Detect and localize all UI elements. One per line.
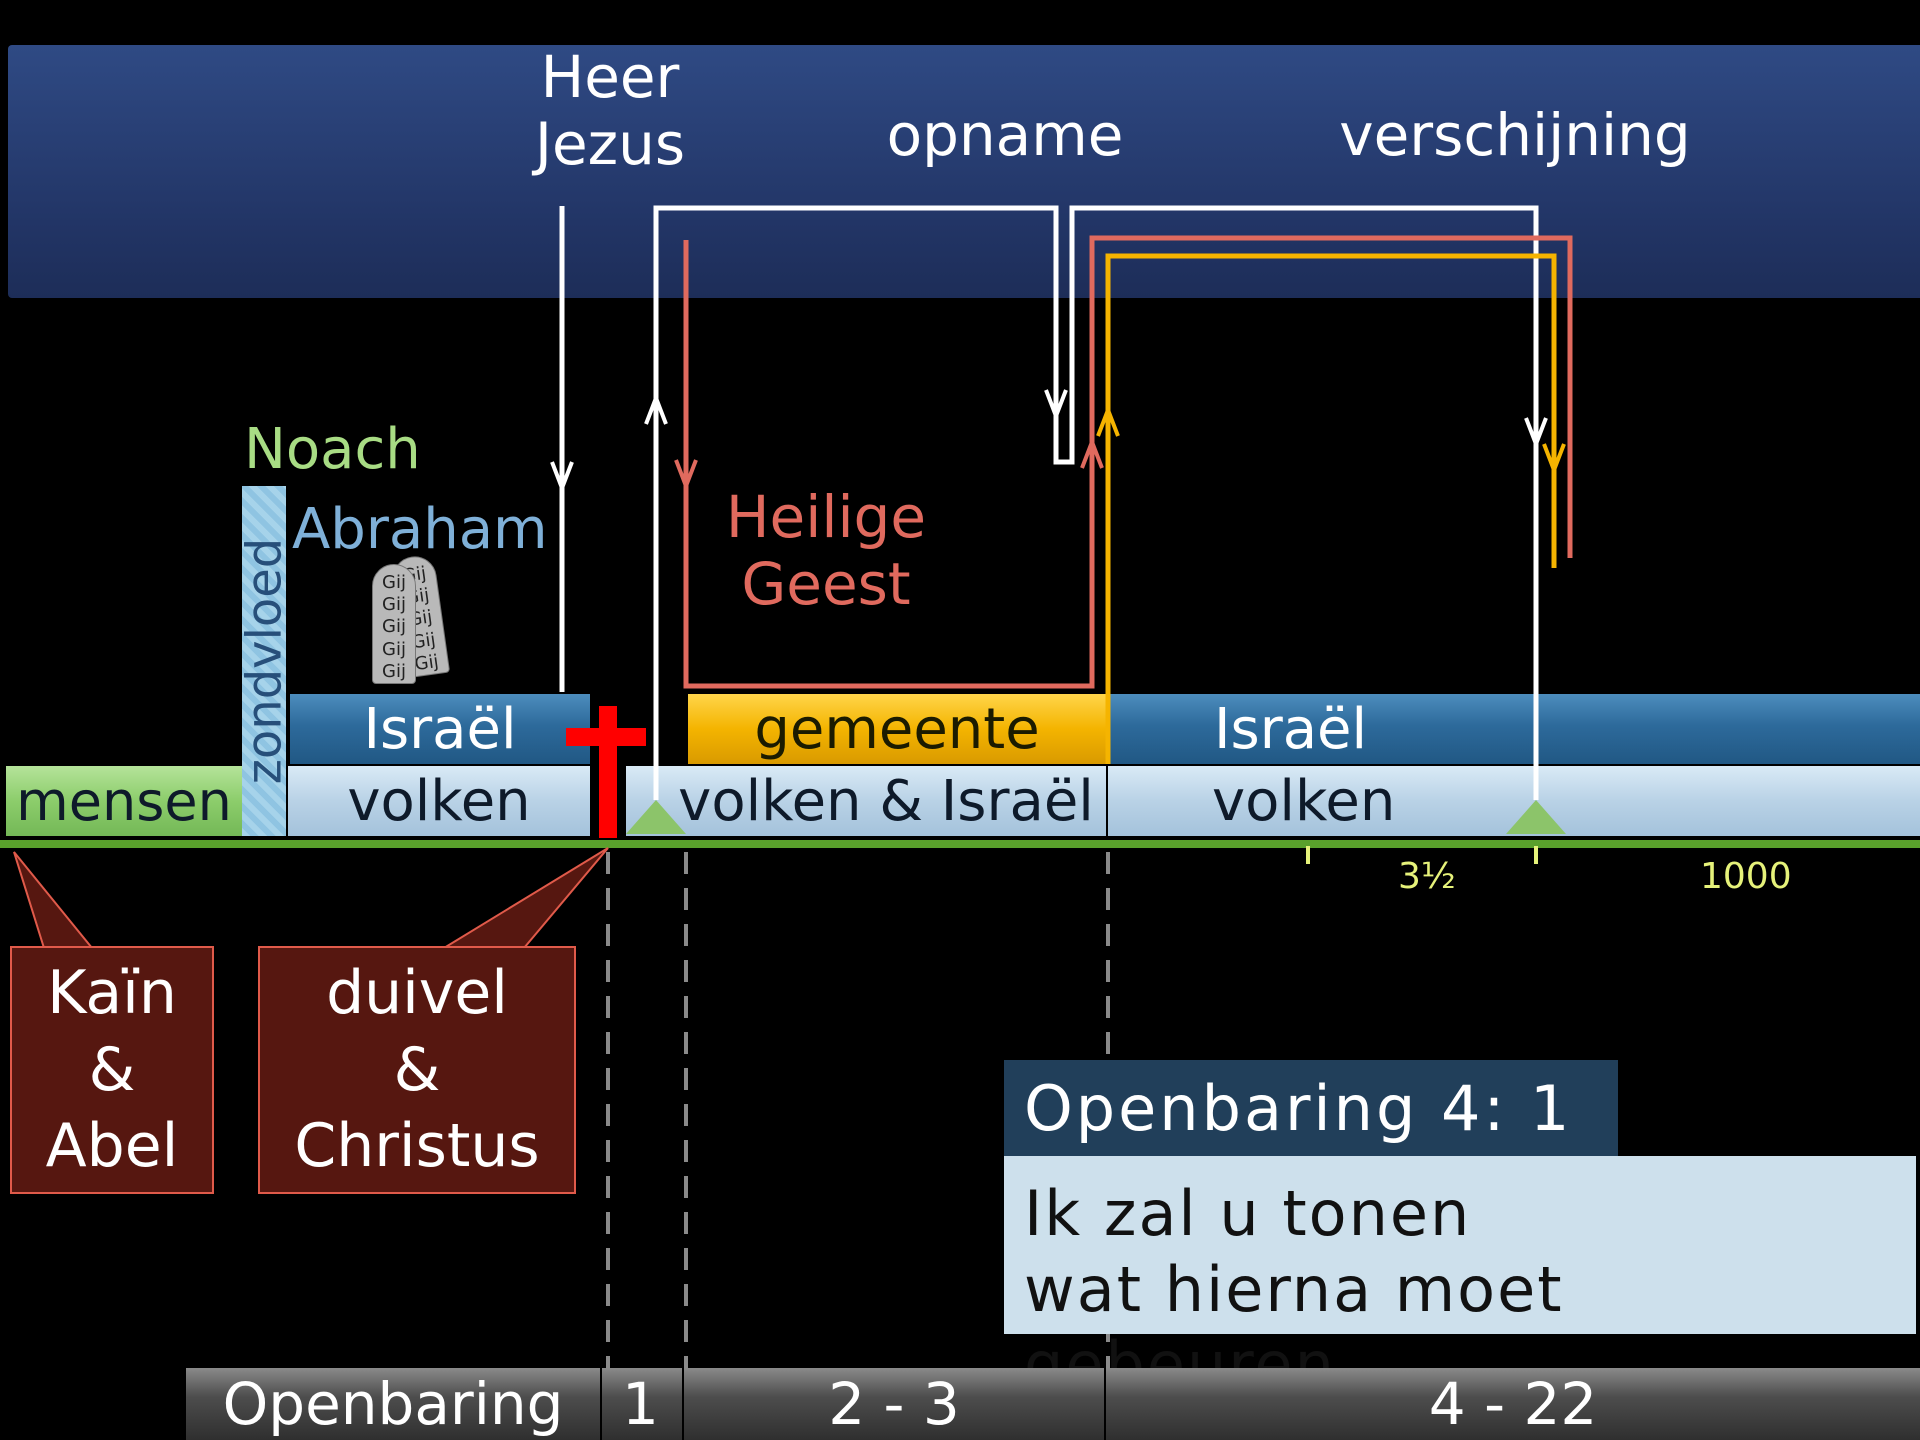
kain-abel-callout: Kaïn & Abel xyxy=(10,946,214,1194)
church-down-arrow xyxy=(1542,443,1566,476)
israel-bar-1: Israël xyxy=(290,694,590,764)
spirit-up-arrow xyxy=(1080,436,1104,469)
rapture-arrow xyxy=(1044,389,1068,422)
spirit-down-arrow xyxy=(674,459,698,492)
marker-triangle-2 xyxy=(1506,800,1566,834)
heaven-band xyxy=(8,45,1920,298)
bottom-ch2-3: 2 - 3 xyxy=(684,1368,1104,1440)
bottom-ch1: 1 xyxy=(602,1368,682,1440)
bottom-ch4-22: 4 - 22 xyxy=(1106,1368,1920,1440)
incarnation-arrow xyxy=(550,461,574,494)
heer-jezus-label: Heer Jezus xyxy=(534,43,686,178)
white-route xyxy=(653,205,1539,800)
callout-pointer-2 xyxy=(440,847,609,949)
volken-bar-1: volken xyxy=(288,766,590,836)
mensen-bar: mensen xyxy=(6,766,242,836)
scale-three-half: 3½ xyxy=(1398,856,1456,897)
heilige-geest-label: Heilige Geest xyxy=(725,483,927,618)
quote-text: Ik zal u tonen wat hierna moet gebeuren xyxy=(1004,1156,1916,1401)
cross-icon xyxy=(566,706,646,838)
opname-label: opname xyxy=(886,101,1124,169)
scale-thousand: 1000 xyxy=(1700,856,1792,897)
volken-israel-bar: volken & Israël xyxy=(626,766,1106,836)
appearing-arrow xyxy=(1524,417,1548,450)
ascension-arrow xyxy=(644,392,668,425)
abraham-label: Abraham xyxy=(292,497,548,562)
volken-bar-2: volken xyxy=(1108,766,1920,836)
callout-pointer-1 xyxy=(13,851,95,949)
duivel-christus-callout: duivel & Christus xyxy=(258,946,576,1194)
marker-triangle-1 xyxy=(626,800,686,834)
spirit-route xyxy=(683,235,1573,689)
gemeente-bar: gemeente xyxy=(688,694,1106,764)
church-up-arrow xyxy=(1096,404,1120,437)
zondvloed-column xyxy=(242,486,286,836)
bottom-label: Openbaring xyxy=(186,1368,600,1440)
quote-reference: Openbaring 4: 1 xyxy=(1004,1060,1618,1156)
noach-label: Noach xyxy=(244,417,421,482)
israel-bar-2: Israël xyxy=(1108,694,1920,764)
verschijning-label: verschijning xyxy=(1339,101,1691,169)
church-route xyxy=(1105,253,1557,764)
